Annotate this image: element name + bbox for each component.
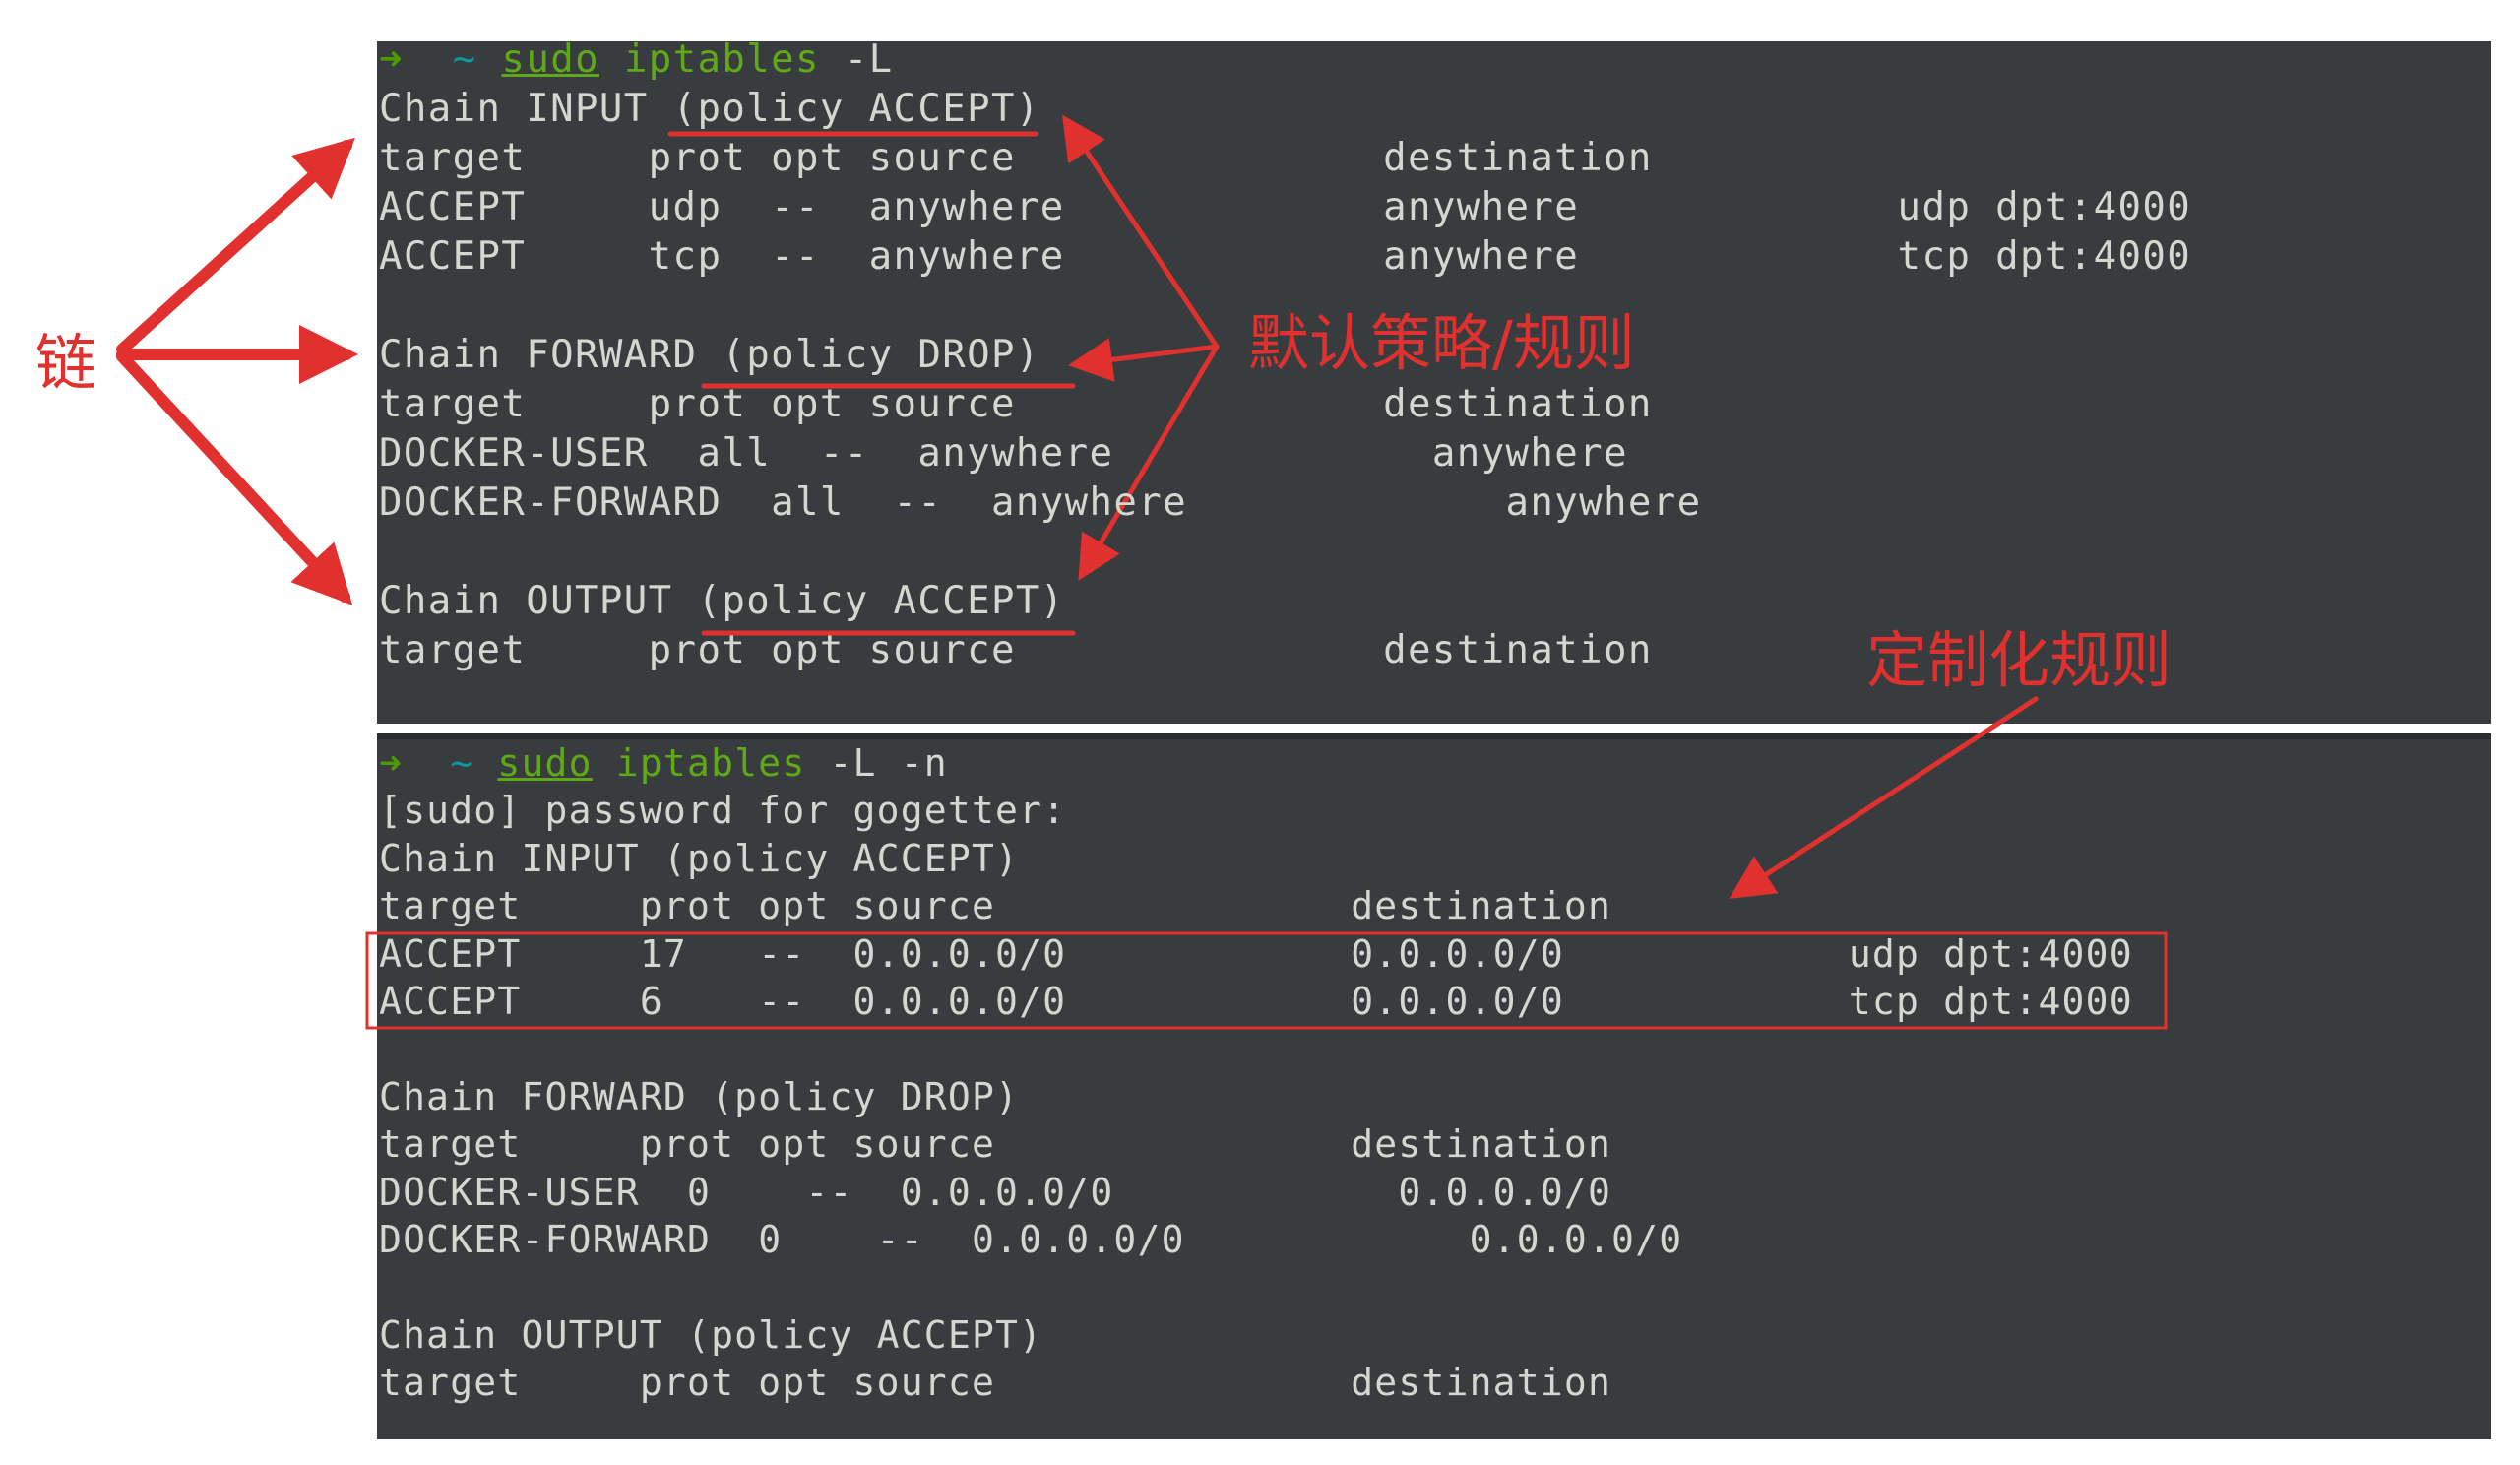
- chain-arrow-output: [116, 350, 353, 605]
- annotation-default-policy: 默认策略/规则: [1248, 307, 1635, 379]
- terminal-iptables-list-numeric: [377, 733, 2491, 1439]
- chain-arrow-input: [116, 137, 355, 355]
- divider: [377, 724, 2491, 733]
- annotation-custom-rules: 定制化规则: [1866, 624, 2173, 696]
- annotation-chain: 链: [35, 327, 97, 399]
- terminal-iptables-list: [377, 41, 2491, 724]
